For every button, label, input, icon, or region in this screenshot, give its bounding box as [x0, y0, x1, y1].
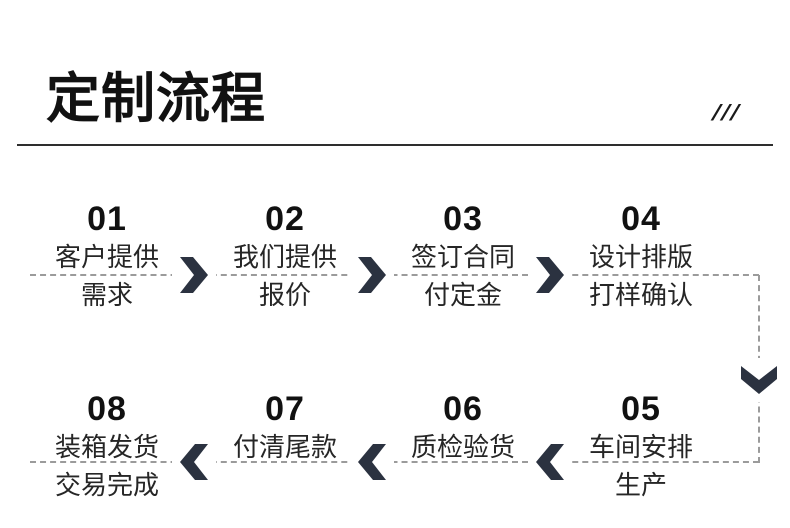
step-number: 06: [443, 390, 483, 428]
step-label-line: 设计排版: [588, 242, 693, 272]
dashed-connector-bottom: [30, 461, 759, 463]
dashed-connector-top: [30, 274, 759, 276]
process-row-bottom: 08 装箱发货交易完成 07 付清尾款 06 质检验货 05 车间安排生产: [18, 390, 730, 504]
step-label-line: 我们提供: [232, 242, 337, 272]
step-number: 03: [443, 200, 483, 238]
slashes-decoration-icon: ///: [710, 100, 743, 125]
page-title: 定制流程: [46, 69, 266, 129]
step-label-line: 签订合同: [410, 242, 515, 272]
process-step-04: 04 设计排版打样确认: [552, 200, 730, 314]
arrow-down-icon: [741, 366, 777, 394]
step-label-line: 需求: [80, 280, 133, 310]
step-number: 02: [265, 200, 305, 238]
process-step-01: 01 客户提供需求: [18, 200, 196, 314]
process-step-05: 05 车间安排生产: [552, 390, 730, 504]
arrow-right-icon: [358, 257, 386, 293]
process-step-08: 08 装箱发货交易完成: [18, 390, 196, 504]
process-step-07: 07 付清尾款: [196, 390, 374, 504]
step-label-line: 质检验货: [410, 432, 515, 462]
step-label-line: 交易完成: [54, 470, 159, 500]
header-divider: [17, 144, 773, 146]
process-step-03: 03 签订合同付定金: [374, 200, 552, 314]
step-number: 01: [87, 200, 127, 238]
process-row-top: 01 客户提供需求 02 我们提供报价 03 签订合同付定金 04 设计排版打样确认: [18, 200, 730, 314]
arrow-left-icon: [536, 444, 564, 480]
step-label-line: 打样确认: [588, 280, 693, 310]
arrow-right-icon: [536, 257, 564, 293]
step-label-line: 付定金: [423, 280, 502, 310]
process-step-06: 06 质检验货: [374, 390, 552, 504]
step-number: 05: [621, 390, 661, 428]
step-label-line: 生产: [614, 470, 667, 500]
process-step-02: 02 我们提供报价: [196, 200, 374, 314]
arrow-left-icon: [358, 444, 386, 480]
step-number: 08: [87, 390, 127, 428]
step-number: 07: [265, 390, 305, 428]
step-label-line: 付清尾款: [232, 432, 337, 462]
arrow-left-icon: [180, 444, 208, 480]
step-number: 04: [621, 200, 661, 238]
step-label-line: 报价: [258, 280, 311, 310]
step-label-line: 装箱发货: [54, 432, 159, 462]
arrow-right-icon: [180, 257, 208, 293]
step-label-line: 车间安排: [588, 432, 693, 462]
step-label-line: 客户提供: [54, 242, 159, 272]
